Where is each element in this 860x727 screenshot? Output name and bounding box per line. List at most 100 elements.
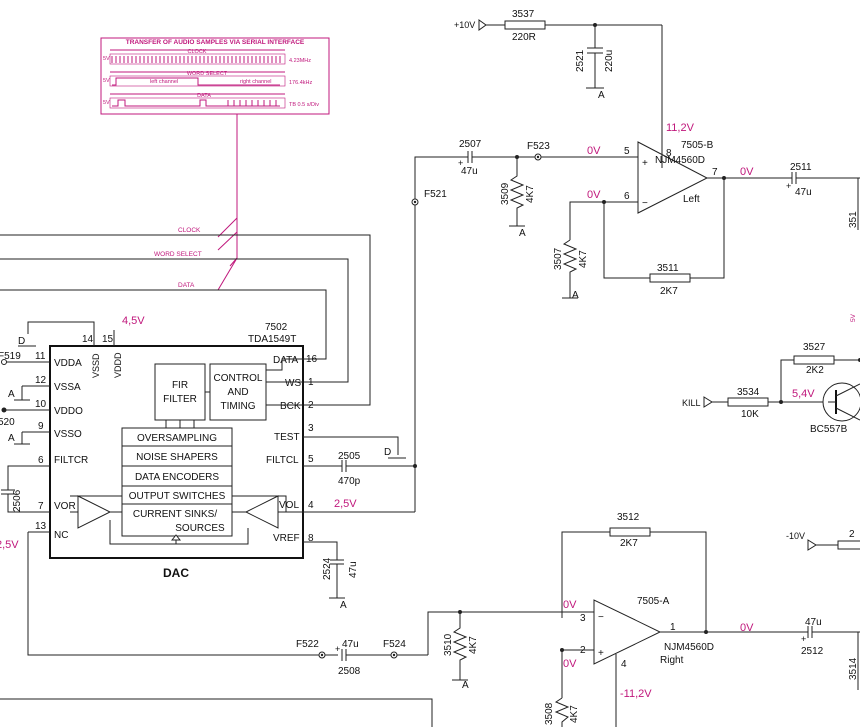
timing-right-channel: right channel [240,79,272,85]
pin-2-num: 2 [308,400,314,411]
r3511 [649,273,691,283]
pin-vddd-label: VDDD [113,352,123,378]
c2524-val: 47u [348,561,359,578]
internal-opamp-left [244,495,279,529]
dac-body [49,345,304,559]
r3508-ref: 3508 [544,702,555,725]
c2508-val: 47u [342,639,359,650]
pin-11-num: 11 [35,351,46,362]
right-inv-0v: 0V [563,658,577,670]
svg-text:+: + [598,648,604,659]
pin-13-num: 13 [35,521,47,532]
pin-bck-label: BCK [280,401,301,412]
c2521-gnd: A [598,90,605,101]
c2521-val: 220u [604,50,615,72]
block-data-encoders-label: DATA ENCODERS [135,472,219,483]
timing-data-volt: 5V [103,100,110,106]
r3537 [504,20,546,30]
block-oversampling-label: OVERSAMPLING [137,433,217,444]
opa-pin4: 4 [621,659,627,670]
r3512-val: 2K7 [620,538,638,549]
opb-label: Left [683,194,700,205]
svg-text:+: + [642,158,648,169]
dac-title: DAC [163,566,189,580]
r3511-val: 2K7 [660,286,678,297]
c2512-val: 47u [805,617,822,628]
c2512-ref: 2512 [801,646,824,657]
r3509-val: 4K7 [525,185,536,203]
f523-label: F523 [527,141,550,152]
r3527 [793,355,835,365]
pin-vssa-label: VSSA [54,382,81,393]
pin-7-num: 7 [38,501,44,512]
fir-filter-block [154,363,206,421]
q-label: BC557B [810,424,848,435]
opa-part: NJM4560D [664,642,714,653]
pin-vsso-label: VSSO [54,429,82,440]
block-current-sinks-label-2: SOURCES [175,523,225,534]
pin-vdda-label: VDDA [54,358,82,369]
control-label-3: TIMING [221,401,256,412]
pin-vol-label: VOL [279,500,299,511]
opa-pin3: 3 [580,613,586,624]
c2511-ref: 2511 [790,162,812,173]
svg-text:+: + [458,158,463,168]
pin-test-label: TEST [274,432,300,443]
clock-waveform [111,56,281,63]
r3509-gnd: A [519,228,526,239]
r3512 [609,527,651,537]
timing-title: TRANSFER OF AUDIO SAMPLES VIA SERIAL INT… [126,39,305,46]
svg-text:+: + [335,644,340,654]
data-signal-label: DATA [178,282,195,289]
right-stage: 3512 2K7 47u 2508 + F522 F524 0V A 3510 … [296,512,860,727]
pin-filtcr-label: FILTCR [54,455,88,466]
r3507-gnd: A [572,290,579,301]
c2521-ref: 2521 [575,49,586,72]
v112-label: 11,2V [666,122,695,134]
dac-part: TDA1549T [248,334,296,345]
opamp-7505b [637,141,709,214]
svg-text:−: − [642,198,648,209]
pin-vssd-label: VSSD [91,353,101,378]
r3507-ref: 3507 [553,247,564,270]
data-waveform [112,99,280,107]
vssa-gnd-label: A [8,389,15,400]
vsso-gnd-label: A [8,433,15,444]
pin-15-num: 15 [102,334,114,345]
v25-left-label: 2,5V [0,539,19,551]
left-inv-0v: 0V [587,189,601,201]
opa-pin1: 1 [670,622,676,633]
pin-data-label: DATA [273,355,299,366]
r3508-val: 4K7 [569,705,580,723]
timing-diagram: TRANSFER OF AUDIO SAMPLES VIA SERIAL INT… [100,37,330,115]
plus10v-label: +10V [454,20,475,30]
pin-10-num: 10 [35,399,47,410]
f520-label: 520 [0,417,15,428]
vm112-label: -11,2V [620,688,652,700]
minus10v-net: -10V 2 [786,529,860,551]
timing-left-channel: left channel [150,79,178,85]
svg-text:+: + [801,634,806,644]
fir-label-1: FIR [172,380,188,391]
block-current-sinks-label-1: CURRENT SINKS/ [133,509,217,520]
pin-3-num: 3 [308,423,314,434]
c2524-ref: 2524 [322,557,333,580]
r3534-ref: 3534 [737,387,760,398]
c2508-ref: 2508 [338,666,361,677]
dac-ref: 7502 [265,322,288,333]
clock-signal-label: CLOCK [178,227,201,234]
opa-label: Right [660,655,684,666]
right-out-0v: 0V [740,622,754,634]
v45-label: 4,5V [122,315,145,327]
r3527-ref: 3527 [803,342,826,353]
c2505-val: 470p [338,476,361,487]
timing-clock-freq: 4.23MHz [289,58,311,64]
r3534 [727,397,769,407]
dac-ic: 7502 TDA1549T DAC D 14 15 VSSD VDDD 4,5V… [0,315,417,656]
r3511-ref: 3511 [657,263,679,274]
vcut-label: 5V [850,313,857,322]
c2507-val: 47u [461,166,478,177]
r3537-val: 220R [512,32,536,43]
pin-vref-label: VREF [273,533,300,544]
v25-label: 2,5V [334,498,357,510]
